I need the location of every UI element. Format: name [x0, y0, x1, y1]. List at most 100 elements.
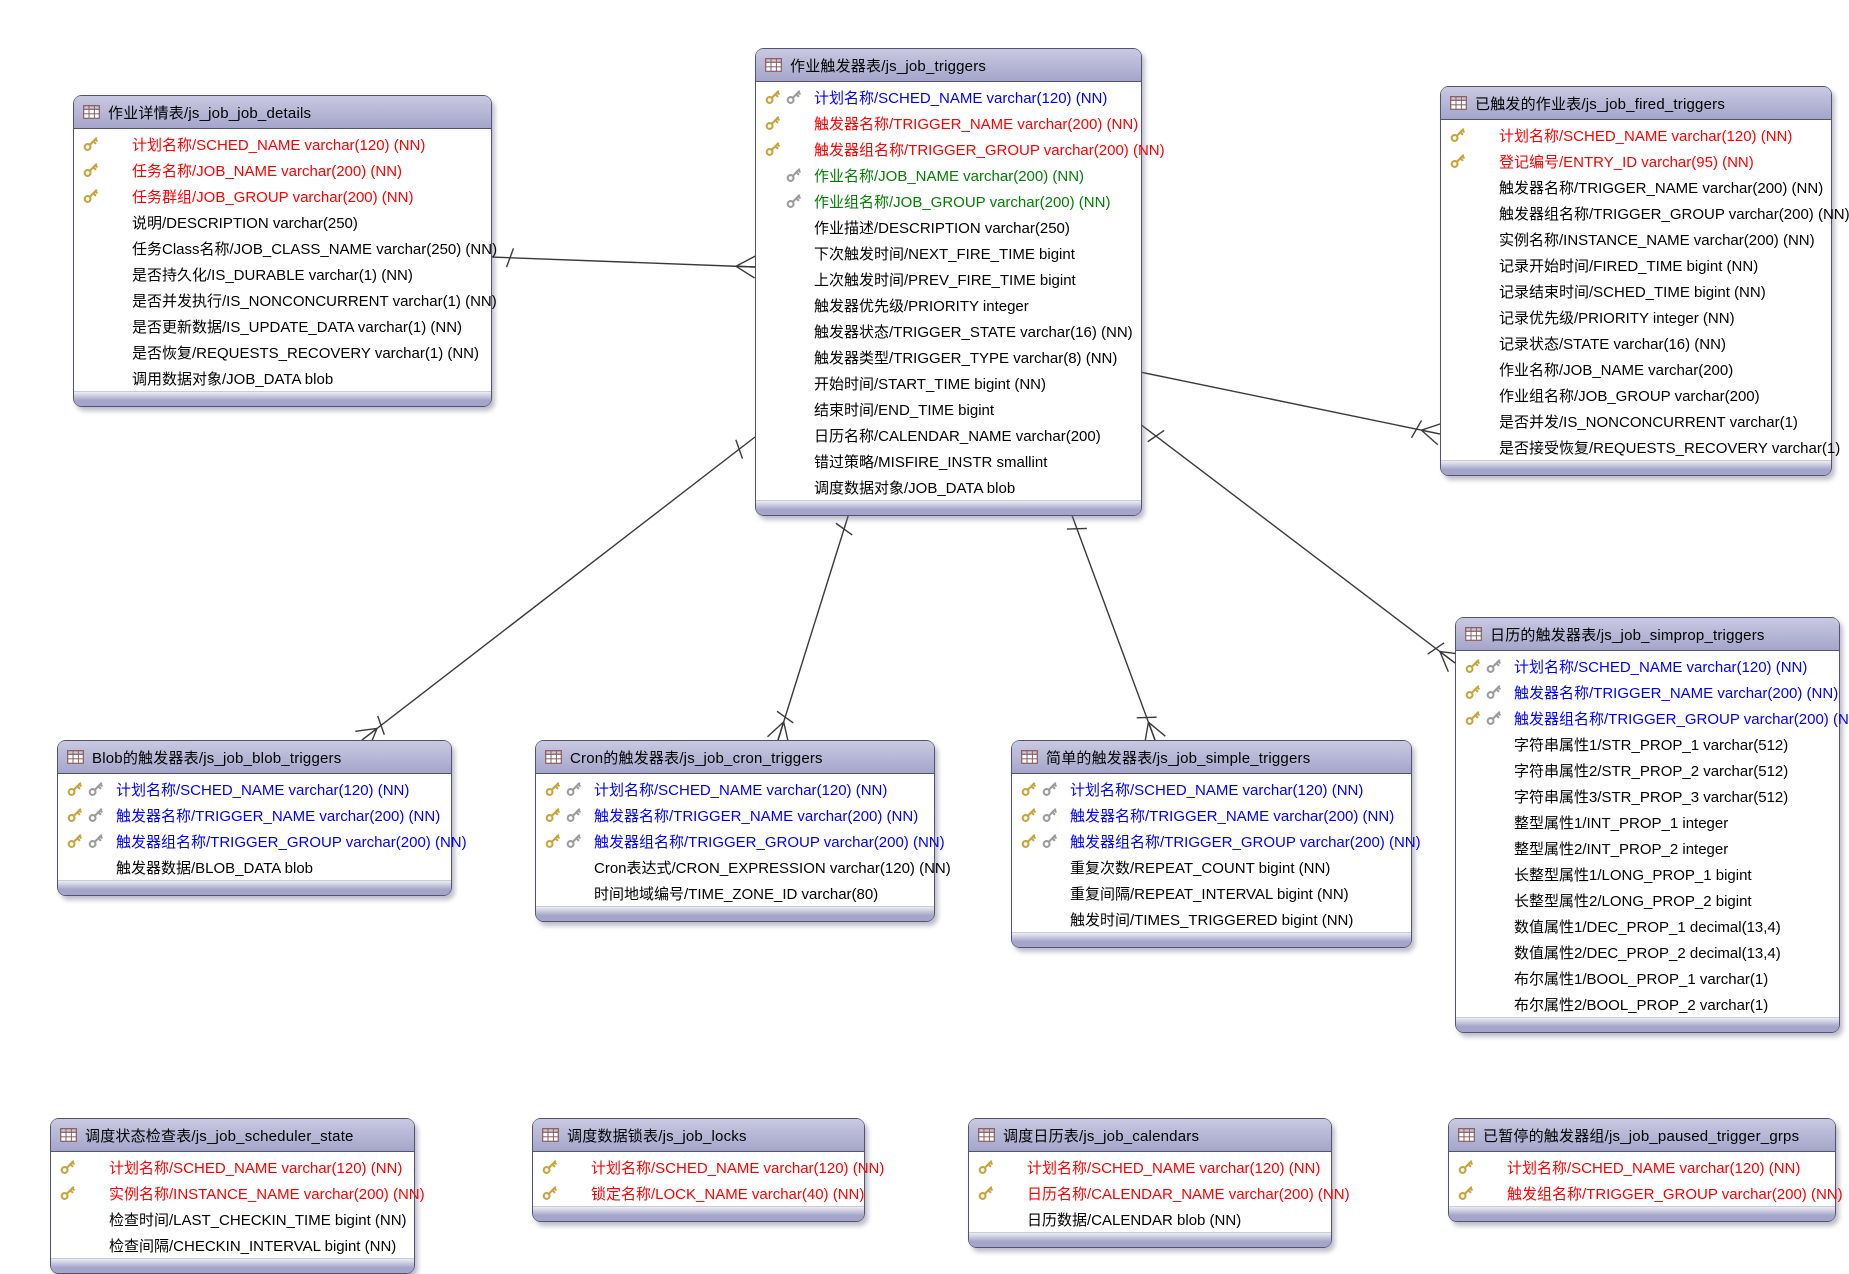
- relationship-js_job_triggers-js_job_fired_triggers[interactable]: [1139, 371, 1443, 446]
- table-field-row[interactable]: 触发器名称/TRIGGER_NAME varchar(200) (NN): [1441, 174, 1831, 200]
- table-field-row[interactable]: 实例名称/INSTANCE_NAME varchar(200) (NN): [51, 1180, 425, 1206]
- table-field-row[interactable]: 计划名称/SCHED_NAME varchar(120) (NN): [1449, 1154, 1835, 1180]
- table-field-row[interactable]: 布尔属性2/BOOL_PROP_2 varchar(1): [1456, 991, 1839, 1017]
- table-field-row[interactable]: 上次触发时间/PREV_FIRE_TIME bigint: [756, 266, 1141, 292]
- table-field-row[interactable]: 长整型属性2/LONG_PROP_2 bigint: [1456, 887, 1839, 913]
- table-field-row[interactable]: 计划名称/SCHED_NAME varchar(120) (NN): [969, 1154, 1331, 1180]
- table-field-row[interactable]: 记录开始时间/FIRED_TIME bigint (NN): [1441, 252, 1831, 278]
- table-field-row[interactable]: 触发器组名称/TRIGGER_GROUP varchar(200) (NN): [536, 828, 945, 854]
- table-field-row[interactable]: 下次触发时间/NEXT_FIRE_TIME bigint: [756, 240, 1141, 266]
- table-field-row[interactable]: 调度数据对象/JOB_DATA blob: [756, 474, 1141, 500]
- table-field-row[interactable]: 日历名称/CALENDAR_NAME varchar(200): [756, 422, 1141, 448]
- table-field-row[interactable]: 触发器名称/TRIGGER_NAME varchar(200) (NN): [756, 110, 1141, 136]
- table-field-row[interactable]: 说明/DESCRIPTION varchar(250): [74, 209, 491, 235]
- table-header[interactable]: 日历的触发器表/js_job_simprop_triggers: [1456, 618, 1839, 651]
- table-field-row[interactable]: 是否并发执行/IS_NONCONCURRENT varchar(1) (NN): [74, 287, 497, 313]
- table-field-row[interactable]: 整型属性1/INT_PROP_1 integer: [1456, 809, 1839, 835]
- table-field-row[interactable]: 计划名称/SCHED_NAME varchar(120) (NN): [536, 776, 934, 802]
- table-field-row[interactable]: 是否并发/IS_NONCONCURRENT varchar(1): [1441, 408, 1831, 434]
- table-header[interactable]: 已暂停的触发器组/js_job_paused_trigger_grps: [1449, 1119, 1835, 1152]
- relationship-js_job_triggers-js_job_cron_triggers[interactable]: [767, 509, 853, 744]
- table-field-row[interactable]: 任务群组/JOB_GROUP varchar(200) (NN): [74, 183, 491, 209]
- table-field-row[interactable]: 字符串属性3/STR_PROP_3 varchar(512): [1456, 783, 1839, 809]
- table-field-row[interactable]: 任务Class名称/JOB_CLASS_NAME varchar(250) (N…: [74, 235, 497, 261]
- table-field-row[interactable]: 触发器数据/BLOB_DATA blob: [58, 854, 451, 880]
- relationship-js_job_triggers-js_job_simprop_triggers[interactable]: [1139, 423, 1462, 673]
- table-field-row[interactable]: 字符串属性2/STR_PROP_2 varchar(512): [1456, 757, 1839, 783]
- table-field-row[interactable]: 记录优先级/PRIORITY integer (NN): [1441, 304, 1831, 330]
- table-field-row[interactable]: 触发器组名称/TRIGGER_GROUP varchar(200) (NN): [1456, 705, 1849, 731]
- table-field-row[interactable]: 作业组名称/JOB_GROUP varchar(200) (NN): [756, 188, 1141, 214]
- table-field-row[interactable]: 计划名称/SCHED_NAME varchar(120) (NN): [533, 1154, 884, 1180]
- relationship-js_job_triggers-js_job_simple_triggers[interactable]: [1066, 509, 1166, 744]
- table-field-row[interactable]: 任务名称/JOB_NAME varchar(200) (NN): [74, 157, 491, 183]
- table-field-row[interactable]: 开始时间/START_TIME bigint (NN): [756, 370, 1141, 396]
- table-field-row[interactable]: 计划名称/SCHED_NAME varchar(120) (NN): [51, 1154, 414, 1180]
- table-field-row[interactable]: 调用数据对象/JOB_DATA blob: [74, 365, 491, 391]
- table-field-row[interactable]: 触发器类型/TRIGGER_TYPE varchar(8) (NN): [756, 344, 1141, 370]
- table-field-row[interactable]: 触发器名称/TRIGGER_NAME varchar(200) (NN): [1456, 679, 1839, 705]
- table-field-row[interactable]: 日历数据/CALENDAR blob (NN): [969, 1206, 1331, 1232]
- table-field-row[interactable]: 是否接受恢复/REQUESTS_RECOVERY varchar(1): [1441, 434, 1840, 460]
- table-header[interactable]: 调度日历表/js_job_calendars: [969, 1119, 1331, 1152]
- table-field-row[interactable]: 是否更新数据/IS_UPDATE_DATA varchar(1) (NN): [74, 313, 491, 339]
- table-field-row[interactable]: 登记编号/ENTRY_ID varchar(95) (NN): [1441, 148, 1831, 174]
- table-field-row[interactable]: 计划名称/SCHED_NAME varchar(120) (NN): [756, 84, 1141, 110]
- table-field-row[interactable]: 检查间隔/CHECKIN_INTERVAL bigint (NN): [51, 1232, 414, 1258]
- table-field-row[interactable]: 作业名称/JOB_NAME varchar(200) (NN): [756, 162, 1141, 188]
- table-header[interactable]: 简单的触发器表/js_job_simple_triggers: [1012, 741, 1411, 774]
- table-field-row[interactable]: 记录状态/STATE varchar(16) (NN): [1441, 330, 1831, 356]
- table-field-row[interactable]: 计划名称/SCHED_NAME varchar(120) (NN): [1441, 122, 1831, 148]
- relationship-js_job_triggers-js_job_blob_triggers[interactable]: [355, 436, 756, 749]
- table-field-row[interactable]: 触发器名称/TRIGGER_NAME varchar(200) (NN): [536, 802, 934, 828]
- relationship-js_job_job_details-js_job_triggers[interactable]: [489, 248, 756, 279]
- table-field-row[interactable]: 作业描述/DESCRIPTION varchar(250): [756, 214, 1141, 240]
- table-field-row[interactable]: 整型属性2/INT_PROP_2 integer: [1456, 835, 1839, 861]
- table-field-row[interactable]: 数值属性2/DEC_PROP_2 decimal(13,4): [1456, 939, 1839, 965]
- table-header[interactable]: Cron的触发器表/js_job_cron_triggers: [536, 741, 934, 774]
- table-field-row[interactable]: 计划名称/SCHED_NAME varchar(120) (NN): [1012, 776, 1411, 802]
- table-field-row[interactable]: 日历名称/CALENDAR_NAME varchar(200) (NN): [969, 1180, 1350, 1206]
- table-field-row[interactable]: 检查时间/LAST_CHECKIN_TIME bigint (NN): [51, 1206, 414, 1232]
- table-field-row[interactable]: 实例名称/INSTANCE_NAME varchar(200) (NN): [1441, 226, 1831, 252]
- table-field-row[interactable]: 触发时间/TIMES_TRIGGERED bigint (NN): [1012, 906, 1411, 932]
- table-field-row[interactable]: 长整型属性1/LONG_PROP_1 bigint: [1456, 861, 1839, 887]
- table-field-row[interactable]: 布尔属性1/BOOL_PROP_1 varchar(1): [1456, 965, 1839, 991]
- table-header[interactable]: 作业触发器表/js_job_triggers: [756, 49, 1141, 82]
- table-field-row[interactable]: 触发器名称/TRIGGER_NAME varchar(200) (NN): [1012, 802, 1411, 828]
- table-field-row[interactable]: 结束时间/END_TIME bigint: [756, 396, 1141, 422]
- table-field-row[interactable]: 字符串属性1/STR_PROP_1 varchar(512): [1456, 731, 1839, 757]
- table-field-row[interactable]: 重复次数/REPEAT_COUNT bigint (NN): [1012, 854, 1411, 880]
- table-field-row[interactable]: Cron表达式/CRON_EXPRESSION varchar(120) (NN…: [536, 854, 951, 880]
- table-field-row[interactable]: 锁定名称/LOCK_NAME varchar(40) (NN): [533, 1180, 864, 1206]
- table-field-row[interactable]: 是否持久化/IS_DURABLE varchar(1) (NN): [74, 261, 491, 287]
- table-field-row[interactable]: 触发器组名称/TRIGGER_GROUP varchar(200) (NN): [1441, 200, 1849, 226]
- table-header[interactable]: 作业详情表/js_job_job_details: [74, 96, 491, 129]
- table-field-row[interactable]: 计划名称/SCHED_NAME varchar(120) (NN): [58, 776, 451, 802]
- table-field-row[interactable]: 时间地域编号/TIME_ZONE_ID varchar(80): [536, 880, 934, 906]
- table-field-row[interactable]: 错过策略/MISFIRE_INSTR smallint: [756, 448, 1141, 474]
- table-field-row[interactable]: 计划名称/SCHED_NAME varchar(120) (NN): [74, 131, 491, 157]
- table-field-row[interactable]: 是否恢复/REQUESTS_RECOVERY varchar(1) (NN): [74, 339, 491, 365]
- table-field-row[interactable]: 触发器组名称/TRIGGER_GROUP varchar(200) (NN): [58, 828, 467, 854]
- table-header[interactable]: 调度数据锁表/js_job_locks: [533, 1119, 864, 1152]
- table-field-row[interactable]: 记录结束时间/SCHED_TIME bigint (NN): [1441, 278, 1831, 304]
- table-field-row[interactable]: 触发组名称/TRIGGER_GROUP varchar(200) (NN): [1449, 1180, 1843, 1206]
- table-field-row[interactable]: 作业组名称/JOB_GROUP varchar(200): [1441, 382, 1831, 408]
- table-field-row[interactable]: 触发器名称/TRIGGER_NAME varchar(200) (NN): [58, 802, 451, 828]
- table-field-row[interactable]: 重复间隔/REPEAT_INTERVAL bigint (NN): [1012, 880, 1411, 906]
- table-field-row[interactable]: 触发器组名称/TRIGGER_GROUP varchar(200) (NN): [1012, 828, 1421, 854]
- table-field-row[interactable]: 触发器优先级/PRIORITY integer: [756, 292, 1141, 318]
- table-field-row[interactable]: 触发器组名称/TRIGGER_GROUP varchar(200) (NN): [756, 136, 1165, 162]
- table-field-row[interactable]: 作业名称/JOB_NAME varchar(200): [1441, 356, 1831, 382]
